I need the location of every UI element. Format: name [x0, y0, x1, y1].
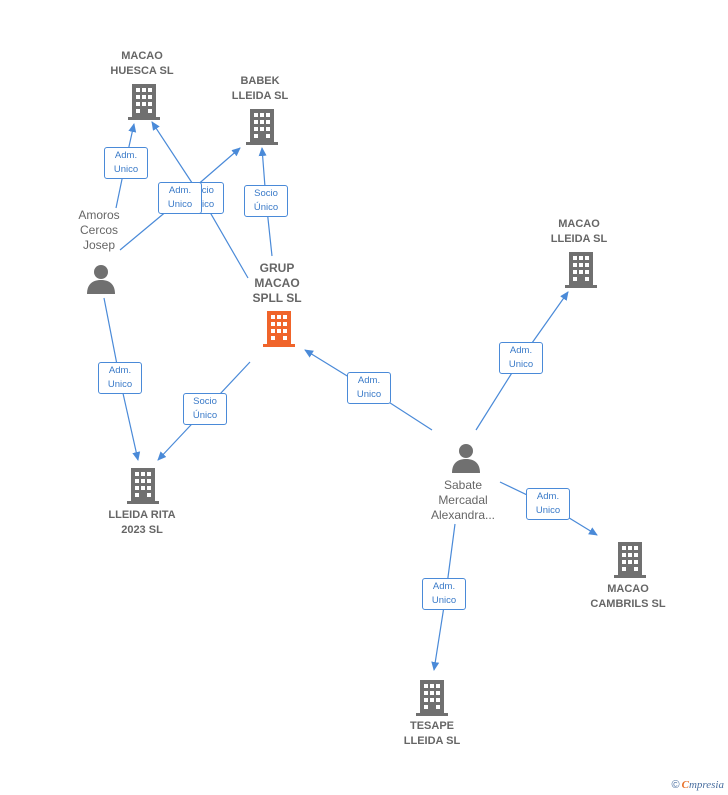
relation-badge: Adm. Unico	[158, 182, 202, 214]
relation-badge: Adm. Unico	[98, 362, 142, 394]
building-icon[interactable]	[565, 252, 597, 288]
company-label-macao-huesca[interactable]: MACAO HUESCA SL	[110, 50, 174, 77]
building-icon[interactable]	[614, 542, 646, 578]
relation-badge: Adm. Unico	[422, 578, 466, 610]
relation-badge: Socio Único	[183, 393, 227, 425]
building-icon[interactable]	[416, 680, 448, 716]
person-label-sabate[interactable]: Sabate Mercadal Alexandra...	[430, 478, 496, 522]
person-label-amoros[interactable]: Amoros Cercos Josep	[78, 208, 120, 252]
brand-logo: ©Cmpresia	[672, 779, 725, 791]
relation-badge: Adm. Unico	[526, 488, 570, 520]
building-icon[interactable]	[127, 468, 159, 504]
focus-building-icon[interactable]	[263, 311, 295, 347]
building-icon[interactable]	[128, 84, 160, 120]
building-icon[interactable]	[246, 109, 278, 145]
relation-badge: Adm. Unico	[104, 147, 148, 179]
company-label-babek-lleida[interactable]: BABEK LLEIDA SL	[231, 75, 289, 102]
person-icon[interactable]	[86, 263, 116, 295]
brand-initial: C	[681, 779, 689, 791]
copyright-symbol: ©	[671, 779, 680, 791]
brand-name: mpresia	[688, 779, 724, 791]
relation-badge: Socio Único	[244, 185, 288, 217]
company-label-lleida-rita[interactable]: LLEIDA RITA 2023 SL	[108, 509, 176, 536]
company-label-tesape-lleida[interactable]: TESAPE LLEIDA SL	[403, 720, 461, 747]
company-label-macao-cambrils[interactable]: MACAO CAMBRILS SL	[590, 583, 666, 610]
company-label-grup-macao[interactable]: GRUP MACAO SPLL SL	[252, 261, 302, 305]
company-label-macao-lleida[interactable]: MACAO LLEIDA SL	[550, 218, 608, 245]
relation-badge: Adm. Unico	[499, 342, 543, 374]
relation-badge: Adm. Unico	[347, 372, 391, 404]
person-icon[interactable]	[451, 442, 481, 474]
